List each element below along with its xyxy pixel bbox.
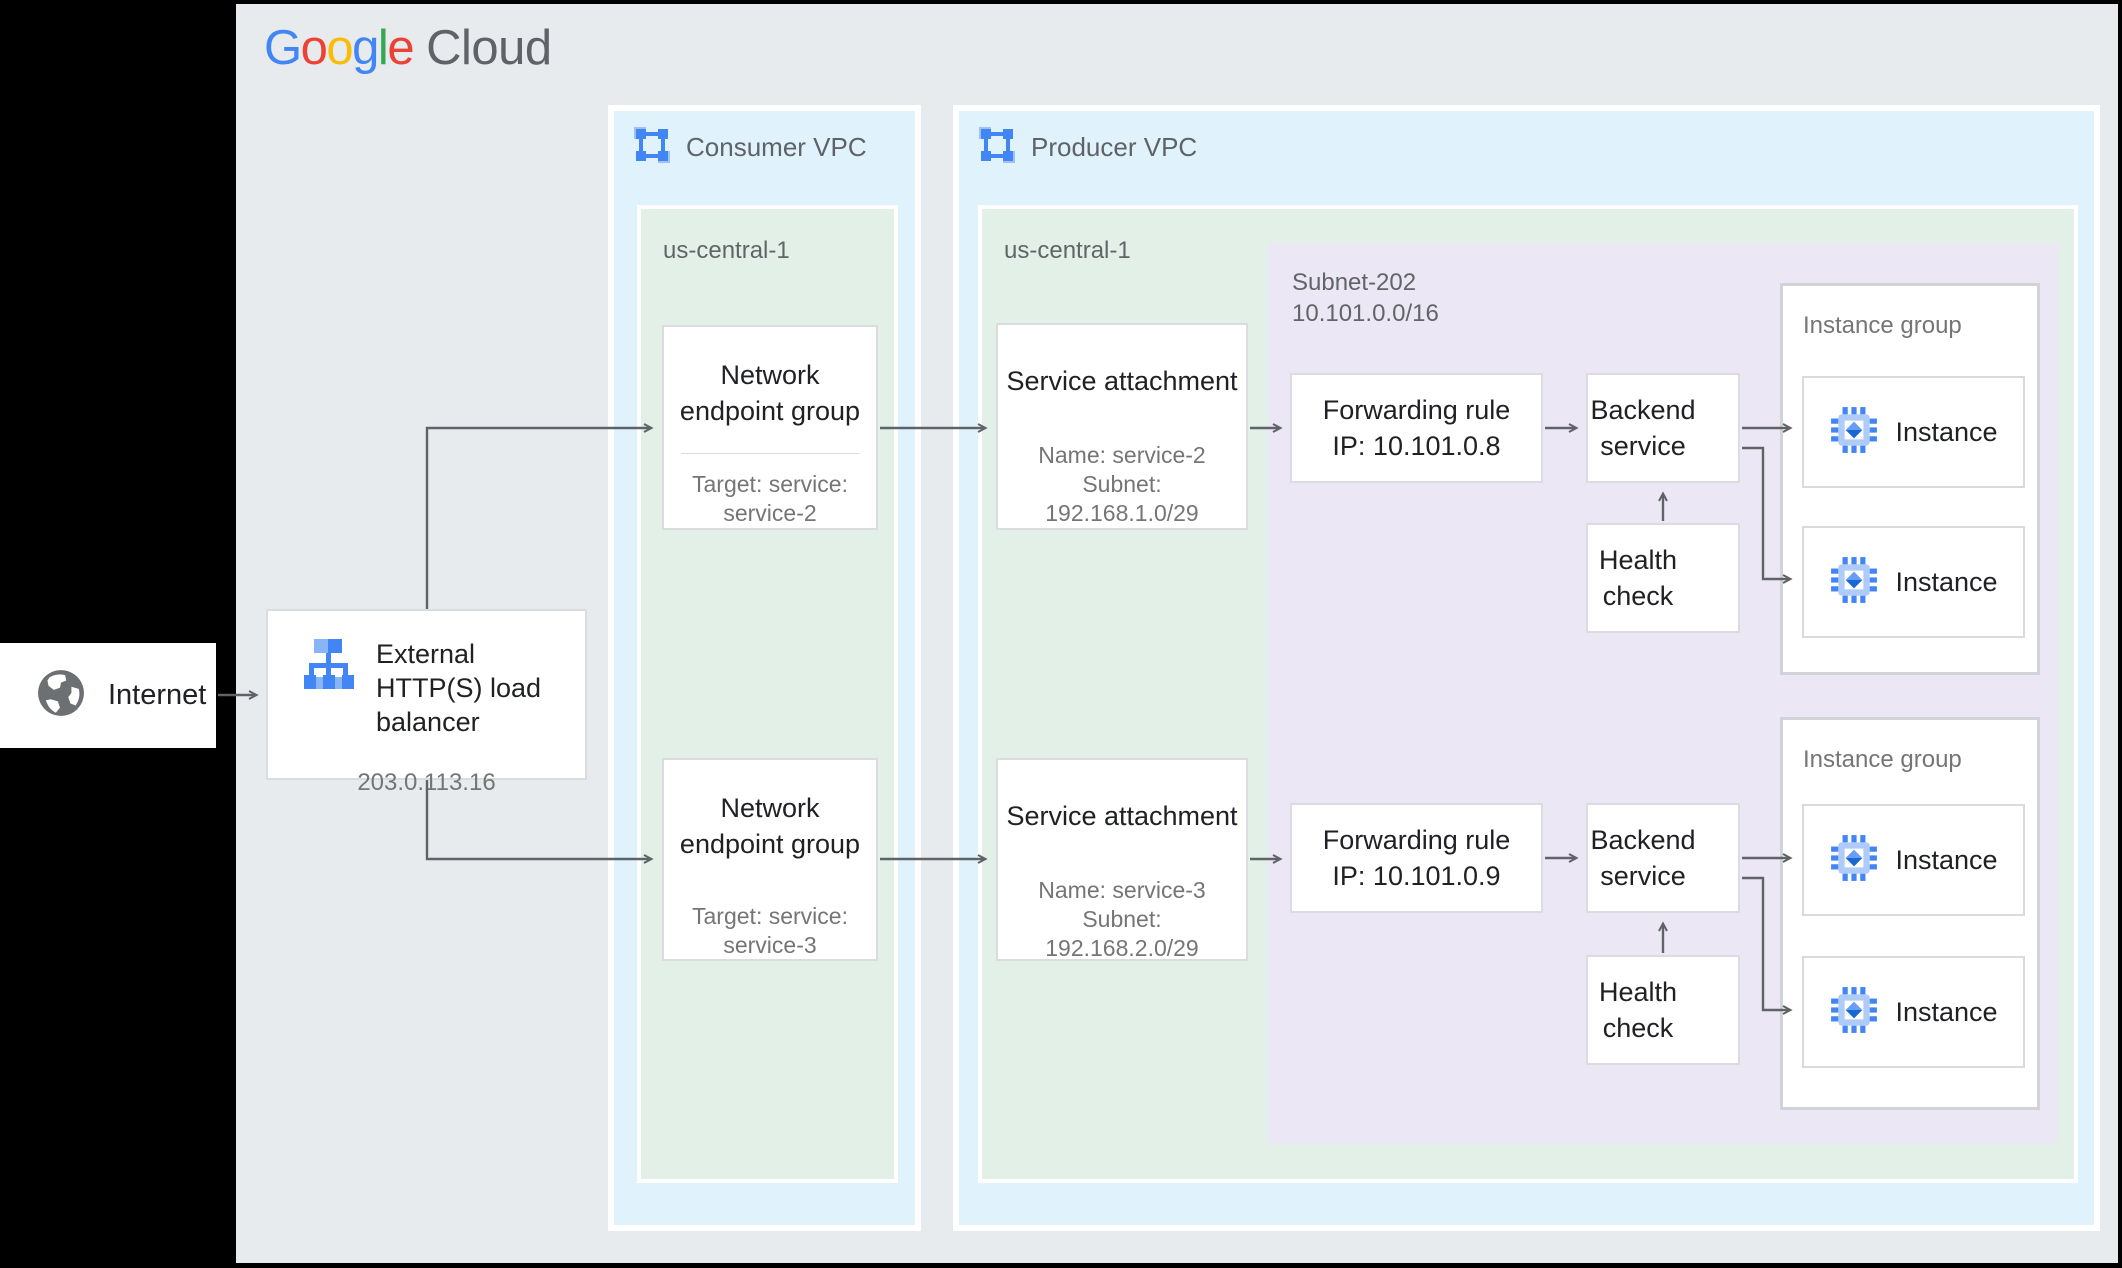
- network-endpoint-group-2: Network endpoint group Target: service: …: [662, 758, 878, 961]
- consumer-vpc-box: Consumer VPC us-central-1: [608, 105, 921, 1231]
- backend-service-2: Backend service: [1586, 803, 1740, 913]
- compute-instance-icon: [1829, 985, 1879, 1040]
- health-check-2: Health check: [1586, 955, 1740, 1065]
- backend-service-2-text: Backend service: [1590, 825, 1696, 891]
- consumer-vpc-header: Consumer VPC: [634, 127, 867, 168]
- neg-1-title: Network endpoint group: [679, 360, 861, 426]
- internet-label: Internet: [108, 679, 207, 711]
- instance-label: Instance: [1895, 416, 1998, 447]
- google-cloud-logo: Google Cloud: [264, 18, 552, 78]
- neg-2-target: Target: service: service-3: [692, 903, 848, 958]
- instance-group-1-label: Instance group: [1803, 312, 1962, 339]
- producer-region-label: us-central-1: [1004, 237, 1131, 264]
- neg-1-target: Target: service: service-2: [692, 471, 848, 526]
- network-endpoint-group-1: Network endpoint group Target: service: …: [662, 325, 878, 530]
- vpc-network-icon: [634, 127, 670, 168]
- producer-vpc-header: Producer VPC: [979, 127, 1197, 168]
- instance-1: Instance: [1802, 376, 2025, 488]
- instance-label: Instance: [1895, 996, 1998, 1027]
- consumer-region-label: us-central-1: [663, 237, 790, 264]
- logo-cloud-word: Cloud: [426, 21, 552, 75]
- sa-2-title: Service attachment: [1006, 801, 1238, 831]
- subnet-202-label: Subnet-202 10.101.0.0/16: [1292, 269, 1439, 327]
- load-balancer-title: External HTTP(S) load balancer: [376, 639, 542, 737]
- backend-service-1: Backend service: [1586, 373, 1740, 483]
- health-check-1-text: Health check: [1598, 545, 1678, 611]
- compute-instance-icon: [1829, 405, 1879, 460]
- logo-google-word: Google: [264, 21, 415, 75]
- vpc-network-icon: [979, 127, 1015, 168]
- health-check-1: Health check: [1586, 523, 1740, 633]
- instance-group-1: Instance group Instance: [1780, 283, 2040, 675]
- consumer-vpc-label: Consumer VPC: [686, 132, 867, 162]
- compute-instance-icon: [1829, 833, 1879, 888]
- load-balancer-ip: 203.0.113.16: [357, 769, 496, 796]
- load-balancer-icon: [302, 637, 356, 696]
- instance-3: Instance: [1802, 804, 2025, 916]
- instance-label: Instance: [1895, 844, 1998, 875]
- backend-service-1-text: Backend service: [1590, 395, 1696, 461]
- load-balancer-node: External HTTP(S) load balancer 203.0.113…: [266, 609, 587, 796]
- internet-node: Internet: [0, 643, 216, 748]
- sa-1-title: Service attachment: [1006, 366, 1238, 396]
- compute-instance-icon: [1829, 555, 1879, 610]
- instance-group-2: Instance group Instance: [1780, 717, 2040, 1110]
- producer-vpc-label: Producer VPC: [1031, 132, 1198, 162]
- divider: [681, 453, 859, 454]
- health-check-2-text: Health check: [1598, 977, 1678, 1043]
- globe-icon: [36, 668, 86, 723]
- instance-2: Instance: [1802, 526, 2025, 638]
- instance-group-2-label: Instance group: [1803, 746, 1962, 773]
- instance-4: Instance: [1802, 956, 2025, 1068]
- instance-label: Instance: [1895, 566, 1998, 597]
- neg-2-title: Network endpoint group: [679, 793, 861, 859]
